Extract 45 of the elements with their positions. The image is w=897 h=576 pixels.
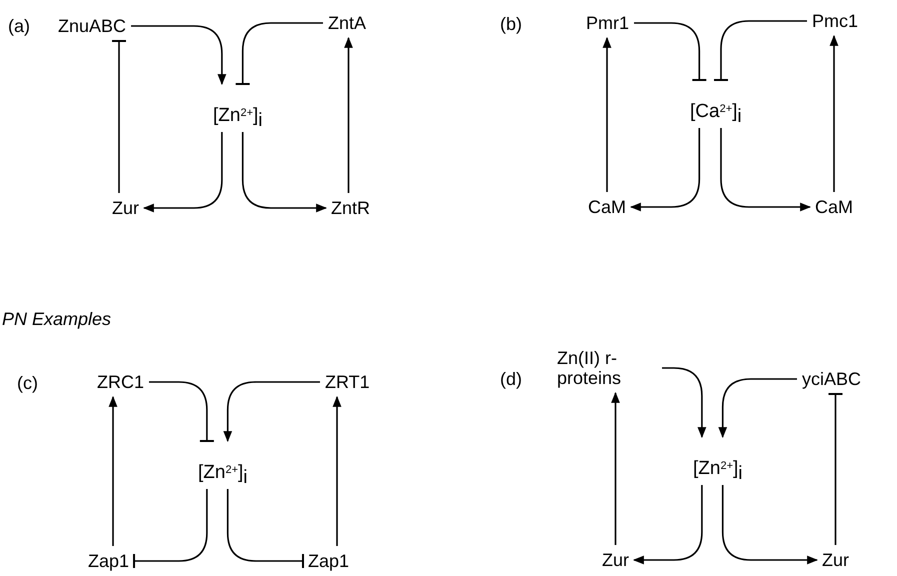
gene-label: Zur	[817, 545, 854, 575]
inhibition-connector	[133, 489, 208, 569]
arrow	[722, 485, 818, 564]
arrow	[223, 381, 320, 442]
gene-label: Pmc1	[807, 6, 864, 36]
gene-label: ZRC1	[92, 367, 150, 397]
inhibition-connector	[634, 22, 708, 81]
inhibition-connector	[234, 22, 323, 85]
gene-label: ZRT1	[320, 367, 375, 397]
panel-letter: (b)	[500, 13, 522, 35]
inhibition-connector	[149, 381, 215, 442]
arrow	[332, 396, 342, 546]
gene-label: ZntA	[323, 8, 372, 38]
inhibition-connector	[226, 489, 304, 569]
inhibition-connector	[111, 40, 128, 193]
gene-label: CaM	[810, 192, 858, 222]
gene-label: Zap1	[83, 546, 134, 576]
gene-label: Zap1	[303, 546, 354, 576]
arrow	[344, 36, 353, 193]
arrow	[108, 396, 118, 546]
arrow	[602, 36, 612, 192]
arrow	[718, 378, 797, 438]
arrow	[632, 485, 703, 564]
arrow	[830, 34, 838, 192]
gene-label: yciABC	[797, 364, 866, 394]
gene-label: Zur	[107, 193, 144, 223]
gene-label: ZnuABC	[53, 11, 132, 41]
section-heading: PN Examples	[2, 308, 112, 330]
arrow	[630, 128, 700, 212]
gene-label: Zur	[597, 545, 634, 575]
gene-label: Zn(II) r-proteins	[552, 343, 662, 393]
gene-label: Pmr1	[581, 8, 634, 38]
inhibition-connector	[712, 20, 807, 81]
arrow	[611, 392, 620, 545]
arrow	[131, 25, 226, 86]
arrow	[142, 132, 223, 212]
arrow	[662, 367, 706, 438]
panel-letter: (a)	[8, 15, 30, 37]
arrow	[242, 132, 328, 212]
gene-label: CaM	[583, 192, 632, 222]
arrow	[720, 128, 812, 212]
panel-letter: (d)	[500, 368, 522, 390]
panel-letter: (c)	[17, 372, 38, 394]
inhibition-connector	[828, 393, 844, 545]
gene-label: ZntR	[326, 193, 376, 223]
